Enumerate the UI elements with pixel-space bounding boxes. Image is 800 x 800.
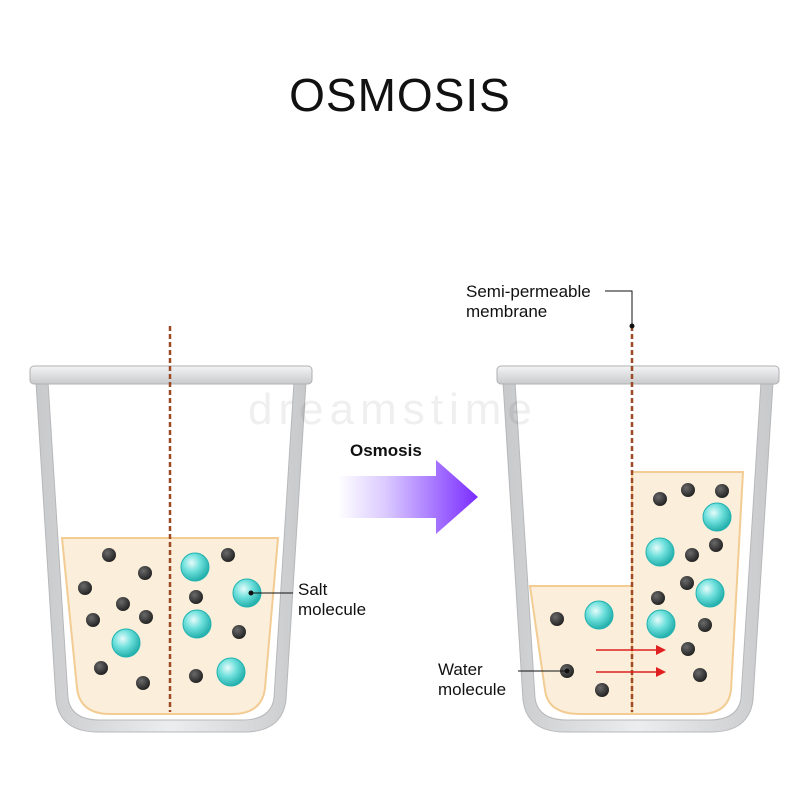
salt-molecule xyxy=(695,578,725,608)
membrane-leader-dot xyxy=(629,323,635,329)
water-molecule xyxy=(709,538,723,552)
water-flow-arrow xyxy=(596,645,666,655)
membrane-label-line2: membrane xyxy=(466,302,548,321)
right-solution-high xyxy=(631,471,745,715)
water-molecule xyxy=(102,548,116,562)
salt-molecule xyxy=(584,600,614,630)
water-molecule xyxy=(651,591,665,605)
water-molecule xyxy=(86,613,100,627)
right-glass-rim xyxy=(496,365,780,385)
salt-molecule xyxy=(111,628,141,658)
water-molecule xyxy=(681,483,695,497)
water-molecule-label: Water molecule xyxy=(438,660,506,700)
salt-label-line1: Salt xyxy=(298,580,328,599)
salt-molecule xyxy=(645,537,675,567)
membrane-label: Semi-permeable membrane xyxy=(466,282,591,322)
right-beaker xyxy=(496,290,780,733)
water-flow-arrow xyxy=(596,667,666,677)
water-molecule xyxy=(138,566,152,580)
salt-leader-dot xyxy=(248,590,254,596)
membrane-leader-line xyxy=(605,290,633,326)
osmosis-arrow xyxy=(338,460,478,534)
water-molecule xyxy=(232,625,246,639)
salt-molecule-label: Salt molecule xyxy=(298,580,366,620)
membrane-label-line1: Semi-permeable xyxy=(466,282,591,301)
water-molecule xyxy=(653,492,667,506)
water-molecule xyxy=(139,610,153,624)
water-molecule xyxy=(550,612,564,626)
water-molecule xyxy=(94,661,108,675)
water-molecule xyxy=(595,683,609,697)
water-molecule xyxy=(136,676,150,690)
left-beaker xyxy=(29,326,313,733)
water-molecule xyxy=(78,581,92,595)
water-molecule xyxy=(221,548,235,562)
water-molecule xyxy=(189,669,203,683)
osmosis-arrow-label: Osmosis xyxy=(350,441,422,460)
water-molecule xyxy=(681,642,695,656)
salt-molecule xyxy=(180,552,210,582)
salt-label-line2: molecule xyxy=(298,600,367,619)
water-leader-dot xyxy=(564,668,570,674)
water-molecule xyxy=(680,576,694,590)
water-molecule xyxy=(698,618,712,632)
watermark: dreamstime xyxy=(248,385,538,434)
page-title: OSMOSIS xyxy=(289,69,511,121)
water-molecule xyxy=(189,590,203,604)
water-molecule xyxy=(116,597,130,611)
salt-molecule xyxy=(646,609,676,639)
water-molecule xyxy=(685,548,699,562)
salt-molecule xyxy=(702,502,732,532)
water-molecule xyxy=(715,484,729,498)
salt-molecule xyxy=(216,657,246,687)
water-molecule xyxy=(693,668,707,682)
salt-molecule xyxy=(182,609,212,639)
water-label-line2: molecule xyxy=(438,680,507,699)
water-label-line1: Water xyxy=(438,660,483,679)
